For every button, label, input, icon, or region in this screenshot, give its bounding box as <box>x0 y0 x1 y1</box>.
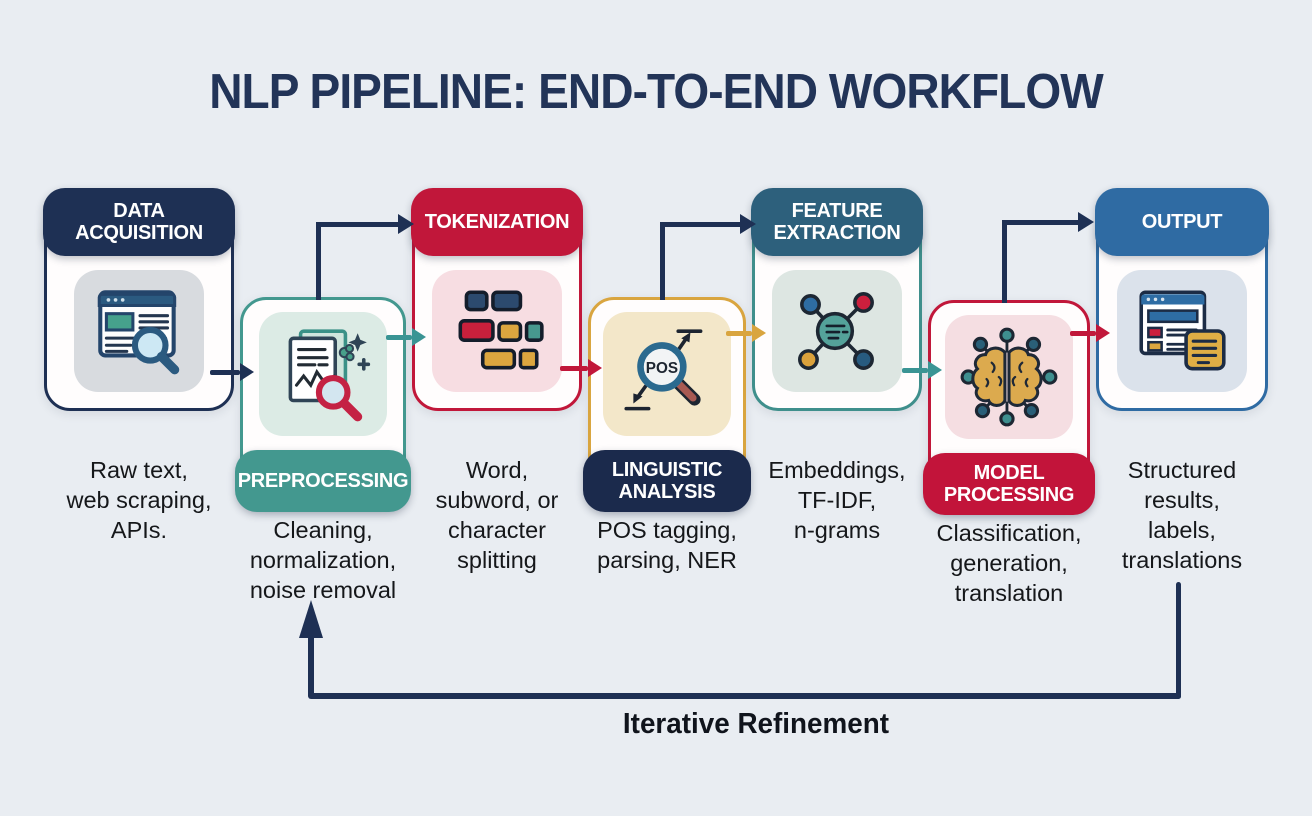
arrow-preprocessing-to-tokenization <box>386 327 426 347</box>
feedback-loop-line <box>308 634 314 696</box>
arrow-data-acquisition-to-preprocessing <box>210 362 254 382</box>
elbow-model-processing-to-output <box>1002 220 1007 303</box>
stage-header-label: DATA ACQUISITION <box>75 199 203 244</box>
arrow-feature-extraction-to-model-processing <box>902 360 942 380</box>
elbow-arrowhead-icon <box>740 214 756 234</box>
stage-card-output: OUTPUT Structured results, labels, trans… <box>1095 188 1269 573</box>
arrow-model-processing-to-output <box>1070 323 1110 343</box>
stage-header-output: OUTPUT <box>1095 188 1269 256</box>
stage-header-label: OUTPUT <box>1141 210 1223 233</box>
pos-magnifier-icon: POS <box>603 312 731 436</box>
stage-header-label: LINGUISTIC ANALYSIS <box>611 458 723 503</box>
network-nodes-icon <box>798 292 874 370</box>
token-blocks-icon <box>458 290 544 370</box>
browser-search-icon <box>74 270 204 392</box>
brain-network-icon <box>960 327 1058 427</box>
stage-header-preprocessing: PREPROCESSING <box>235 450 411 512</box>
stage-card-feature-extraction: FEATURE EXTRACTION Embeddings, TF-IDF, <box>751 188 923 543</box>
stage-caption-output: Structured results, labels, translations <box>1121 457 1243 573</box>
browser-search-icon <box>97 290 180 375</box>
brain-network-icon <box>945 315 1073 439</box>
stage-caption-tokenization: Word, subword, or character splitting <box>435 457 559 573</box>
stage-caption-feature-extraction: Embeddings, TF-IDF, n-grams <box>768 457 906 543</box>
stage-caption-preprocessing: Cleaning, normalization, noise removal <box>249 517 397 603</box>
stage-header-tokenization: TOKENIZATION <box>411 188 583 256</box>
stage-caption-linguistic-analysis: POS tagging, parsing, NER <box>597 517 737 573</box>
stage-header-model-processing: MODEL PROCESSING <box>923 453 1095 515</box>
page-title: NLP PIPELINE: END-TO-END WORKFLOW <box>209 65 1104 119</box>
stage-caption-model-processing: Classification, generation, translation <box>936 520 1082 606</box>
network-nodes-icon <box>772 270 902 392</box>
document-cleaning-icon <box>259 312 387 436</box>
elbow-arrowhead-icon <box>398 214 414 234</box>
stage-header-feature-extraction: FEATURE EXTRACTION <box>751 188 923 256</box>
stage-card-preprocessing: PREPROCESSING Cleaning, normalization, n… <box>235 297 411 603</box>
stage-header-data-acquisition: DATA ACQUISITION <box>43 188 235 256</box>
feedback-loop-line <box>308 693 1181 699</box>
svg-text:POS: POS <box>646 360 678 377</box>
feedback-loop-line <box>1176 582 1181 699</box>
stage-header-label: FEATURE EXTRACTION <box>773 199 901 244</box>
feedback-loop-arrowhead-icon <box>299 600 323 638</box>
elbow-model-processing-to-output <box>1002 220 1080 225</box>
arrow-tokenization-to-linguistic-analysis <box>560 358 602 378</box>
elbow-linguistic-analysis-to-feature-extraction <box>660 222 665 300</box>
output-report-icon <box>1117 270 1247 392</box>
token-blocks-icon <box>432 270 562 392</box>
stage-card-tokenization: TOKENIZATION Word, subword, or character… <box>411 188 583 573</box>
arrow-linguistic-analysis-to-feature-extraction <box>726 323 766 343</box>
elbow-linguistic-analysis-to-feature-extraction <box>660 222 742 227</box>
elbow-arrowhead-icon <box>1078 212 1094 232</box>
pos-magnifier-icon: POS <box>624 329 703 411</box>
elbow-preprocessing-to-tokenization <box>316 222 400 227</box>
stage-header-label: PREPROCESSING <box>237 469 409 492</box>
document-cleaning-icon <box>288 329 371 422</box>
output-report-icon <box>1139 290 1226 371</box>
stage-caption-data-acquisition: Raw text, web scraping, APIs. <box>66 457 212 543</box>
elbow-preprocessing-to-tokenization <box>316 222 321 300</box>
stage-card-model-processing: MODEL PROCESSING Classification, generat… <box>923 300 1095 606</box>
stage-header-label: MODEL PROCESSING <box>943 461 1075 506</box>
stage-header-label: TOKENIZATION <box>424 210 570 233</box>
feedback-loop-label: Iterative Refinement <box>622 708 890 740</box>
stage-card-data-acquisition: DATA ACQUISITION Raw text, web scraping,… <box>43 188 235 543</box>
stage-header-linguistic-analysis: LINGUISTIC ANALYSIS <box>583 450 751 512</box>
stage-card-linguistic-analysis: POS LINGUISTIC ANALYSIS POS tagging, par… <box>583 297 751 573</box>
